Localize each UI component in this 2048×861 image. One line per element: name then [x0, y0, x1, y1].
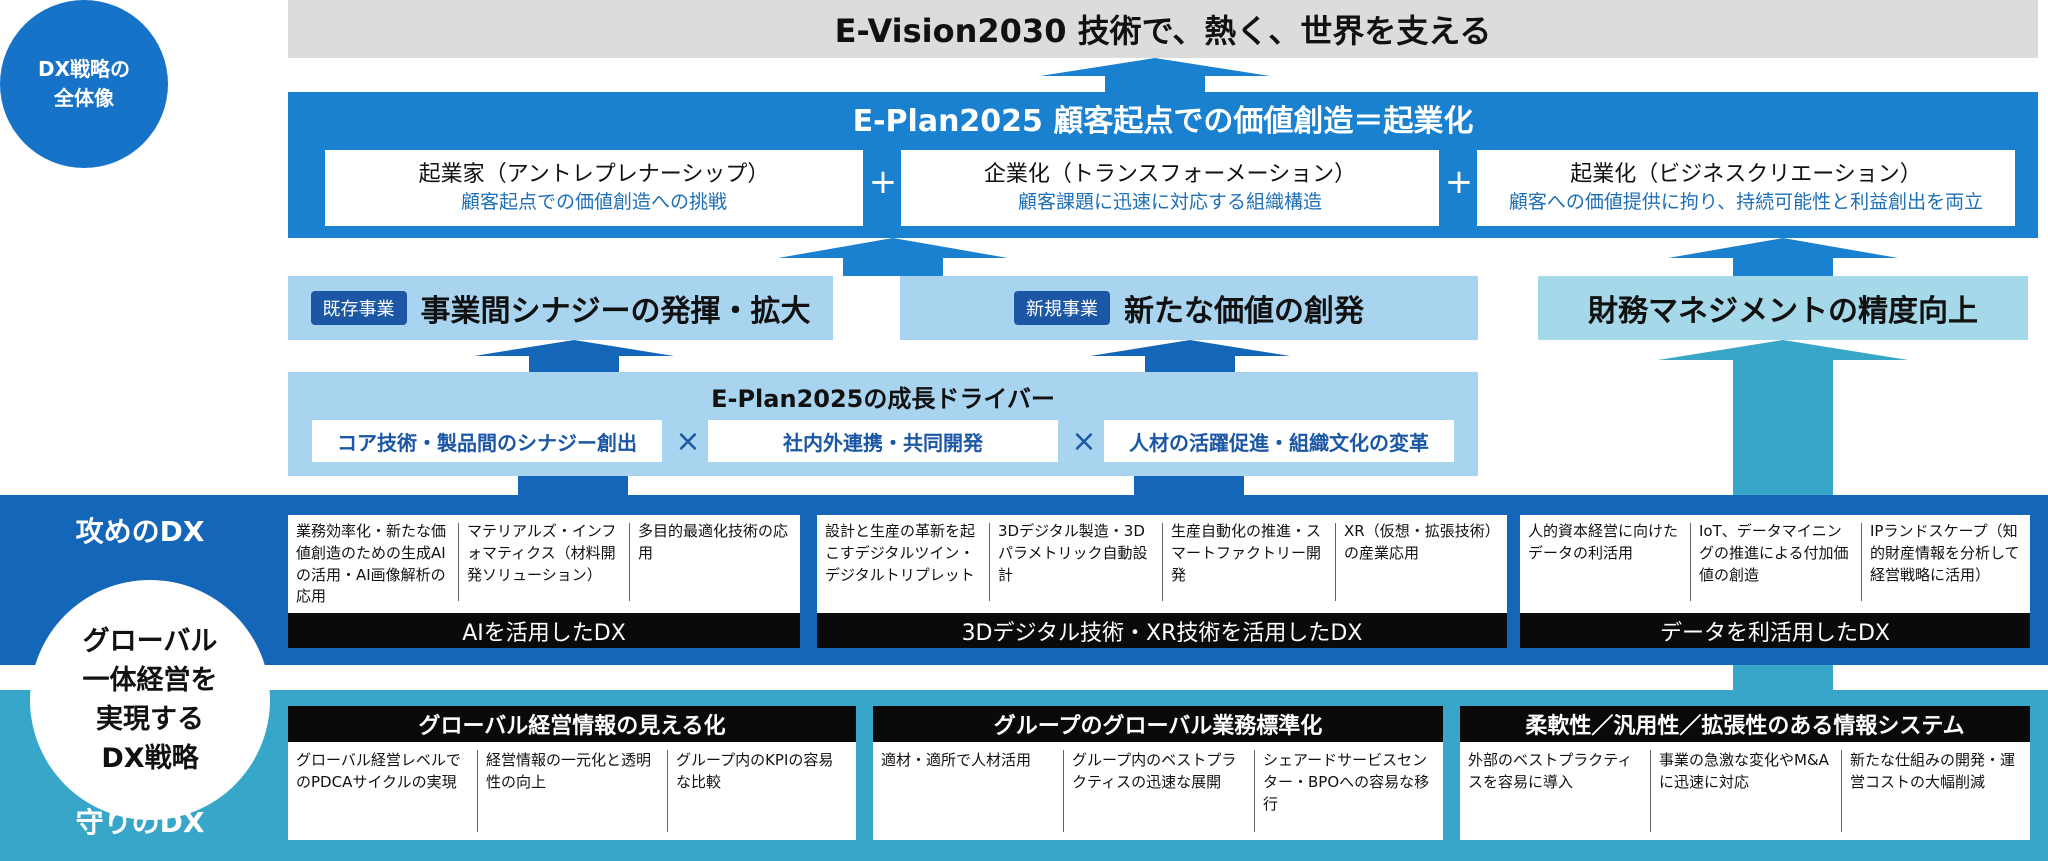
new-business-text: 新たな価値の創発: [1124, 294, 1364, 329]
divider: [1690, 523, 1691, 601]
divider: [667, 750, 668, 832]
times-icon: ×: [1071, 423, 1097, 459]
offense-group-footer: 3Dデジタル技術・XR技術を活用したDX: [817, 613, 1507, 648]
driver-item: 社内外連携・共同開発: [708, 420, 1058, 462]
connector-shaft: [1134, 476, 1244, 495]
offense-cell: 生産自動化の推進・スマートファクトリー開発: [1171, 522, 1322, 584]
offense-cell: XR（仮想・拡張技術）の産業応用: [1344, 522, 1493, 562]
circle-line: 一体経営を: [82, 664, 218, 696]
plan-box-transformation: 企業化（トランスフォーメーション） 顧客課題に迅速に対応する組織構造: [901, 150, 1439, 226]
offense-cell: IPランドスケープ（知的財産情報を分析して経営戦略に活用）: [1870, 522, 2020, 584]
defense-cell: グループ内のKPIの容易な比較: [676, 751, 834, 791]
arrow-finance-to-plan: [1668, 238, 1898, 276]
divider: [1841, 750, 1842, 832]
driver-item: 人材の活躍促進・組織文化の変革: [1104, 420, 1454, 462]
connector-shaft: [518, 476, 628, 495]
plan-title: E-Plan2025 顧客起点での価値創造＝起業化: [852, 104, 1474, 139]
offense-group-footer: データを利活用したDX: [1520, 613, 2030, 648]
defense-cell: シェアードサービスセンター・BPOへの容易な移行: [1263, 751, 1430, 813]
defense-group-standardization: グループのグローバル業務標準化 適材・適所で人材活用 グループ内のベストプラクテ…: [873, 706, 1443, 840]
vision-banner: E-Vision2030 技術で、熱く、世界を支える: [288, 0, 2038, 58]
e-plan-band: E-Plan2025 顧客起点での価値創造＝起業化 起業家（アントレプレナーシッ…: [288, 92, 2038, 238]
defense-cell: グローバル経営レベルでのPDCAサイクルの実現: [296, 751, 461, 791]
divider: [1063, 750, 1064, 832]
defense-cell: 外部のベストプラクティスを容易に導入: [1468, 751, 1633, 791]
defense-group-header: グループのグローバル業務標準化: [873, 706, 1443, 742]
offense-cell: 業務効率化・新たな価値創造のための生成AIの活用・AI画像解析の応用: [296, 522, 447, 606]
plus-icon: +: [1444, 162, 1474, 202]
arrow-data-to-finance: [1658, 340, 1908, 495]
plan-box-title: 起業化（ビジネスクリエーション）: [1570, 162, 1922, 188]
defense-cell: 新たな仕組みの開発・運営コストの大幅削減: [1850, 751, 2016, 791]
vision-title: E-Vision2030 技術で、熱く、世界を支える: [834, 12, 1492, 50]
existing-business-text: 事業間シナジーの発揮・拡大: [420, 294, 811, 329]
arrow-drivers-to-existing: [474, 340, 674, 372]
arrow-plan-to-vision: [1040, 58, 1270, 92]
defense-group-visibility: グローバル経営情報の見える化 グローバル経営レベルでのPDCAサイクルの実現 経…: [288, 706, 856, 840]
divider: [477, 750, 478, 832]
defense-group-header: 柔軟性／汎用性／拡張性のある情報システム: [1460, 706, 2030, 742]
offensive-dx-label: 攻めのDX: [75, 515, 205, 548]
offense-group-footer: AIを活用したDX: [288, 613, 800, 648]
circle-line: 実現する: [96, 704, 204, 735]
plan-box-title: 起業家（アントレプレナーシップ）: [418, 162, 770, 188]
offense-cell: マテリアルズ・インフォマティクス（材料開発ソリューション）: [467, 522, 617, 584]
divider: [458, 523, 459, 601]
offense-cell: 設計と生産の革新を起こすデジタルツイン・デジタルトリプレット: [825, 522, 976, 584]
connector-shaft: [1733, 665, 1833, 690]
defense-cell: グループ内のベストプラクティスの迅速な展開: [1072, 751, 1237, 791]
defense-cell: 経営情報の一元化と透明性の向上: [486, 751, 652, 791]
divider: [1335, 523, 1336, 601]
divider: [989, 523, 990, 601]
overview-badge-line1: DX戦略の: [37, 57, 131, 81]
plan-box-entrepreneur: 起業家（アントレプレナーシップ） 顧客起点での価値創造への挑戦: [325, 150, 863, 226]
offense-cell: IoT、データマイニングの推進による付加価値の創造: [1699, 522, 1849, 584]
offense-cell: 3Dデジタル製造・3Dパラメトリック自動設計: [998, 522, 1148, 584]
times-icon: ×: [675, 423, 701, 459]
plus-icon: +: [868, 162, 898, 202]
new-business-badge: 新規事業: [1014, 291, 1110, 325]
plan-box-sub: 顧客への価値提供に拘り、持続可能性と利益創出を両立: [1508, 190, 1984, 213]
plan-box-business-creation: 起業化（ビジネスクリエーション） 顧客への価値提供に拘り、持続可能性と利益創出を…: [1477, 150, 2015, 226]
existing-business-badge: 既存事業: [310, 291, 407, 325]
new-business-box: 新規事業 新たな価値の創発: [900, 276, 1478, 340]
divider: [629, 523, 630, 601]
defense-group-info-system: 柔軟性／汎用性／拡張性のある情報システム 外部のベストプラクティスを容易に導入 …: [1460, 706, 2030, 840]
plan-box-sub: 顧客起点での価値創造への挑戦: [460, 190, 727, 213]
growth-drivers-box: E-Plan2025の成長ドライバー コア技術・製品間のシナジー創出 × 社内外…: [288, 372, 1478, 476]
circle-line: DX戦略: [101, 743, 199, 775]
divider: [1254, 750, 1255, 832]
divider: [1162, 523, 1163, 601]
offense-cell: 人的資本経営に向けたデータの利活用: [1528, 522, 1679, 562]
finance-management-box: 財務マネジメントの精度向上: [1538, 276, 2028, 340]
offense-group-data: 人的資本経営に向けたデータの利活用 IoT、データマイニングの推進による付加価値…: [1520, 515, 2030, 648]
overview-badge-line2: 全体像: [54, 86, 114, 110]
growth-drivers-title: E-Plan2025の成長ドライバー: [711, 384, 1055, 413]
defense-group-header: グローバル経営情報の見える化: [288, 706, 856, 742]
defense-cell: 適材・適所で人材活用: [881, 751, 1032, 769]
arrow-new-to-plan: [778, 238, 1008, 276]
existing-business-box: 既存事業 事業間シナジーの発揮・拡大: [288, 276, 833, 340]
arrow-drivers-to-new: [1090, 340, 1290, 372]
plan-box-sub: 顧客課題に迅速に対応する組織構造: [1017, 190, 1322, 213]
offense-group-ai: 業務効率化・新たな価値創造のための生成AIの活用・AI画像解析の応用 マテリアル…: [288, 515, 800, 648]
offense-group-3d-xr: 設計と生産の革新を起こすデジタルツイン・デジタルトリプレット 3Dデジタル製造・…: [817, 515, 1507, 648]
divider: [1650, 750, 1651, 832]
divider: [1861, 523, 1862, 601]
offense-cell: 多目的最適化技術の応用: [638, 522, 789, 562]
circle-line: グローバル: [82, 625, 218, 657]
driver-item: コア技術・製品間のシナジー創出: [312, 420, 662, 462]
plan-box-title: 企業化（トランスフォーメーション）: [983, 162, 1357, 188]
overview-badge: DX戦略の 全体像: [0, 0, 168, 168]
dx-strategy-circle: グローバル 一体経営を 実現する DX戦略: [30, 580, 270, 820]
defense-cell: 事業の急激な変化やM&Aに迅速に対応: [1659, 751, 1829, 791]
